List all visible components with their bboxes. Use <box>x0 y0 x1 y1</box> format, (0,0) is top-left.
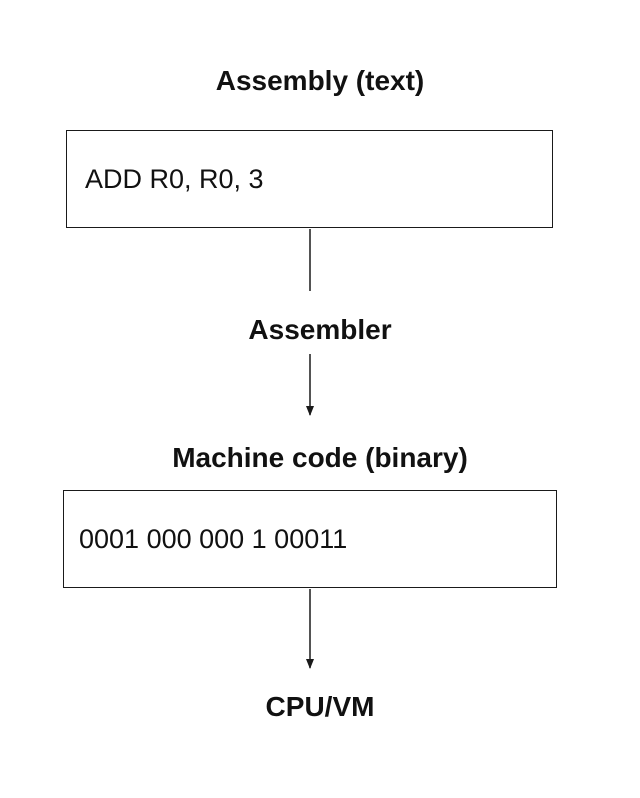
assembly-heading: Assembly (text) <box>215 65 425 96</box>
assembly-code-box: ADD R0, R0, 3 <box>66 130 553 228</box>
cpu-vm-label: CPU/VM <box>265 691 375 722</box>
assembler-label: Assembler <box>248 314 392 345</box>
machine-code-text: 0001 000 000 1 00011 <box>79 524 348 554</box>
assembly-code-text: ADD R0, R0, 3 <box>85 164 264 194</box>
machine-code-box: 0001 000 000 1 00011 <box>63 490 557 588</box>
machine-code-heading: Machine code (binary) <box>172 442 468 473</box>
